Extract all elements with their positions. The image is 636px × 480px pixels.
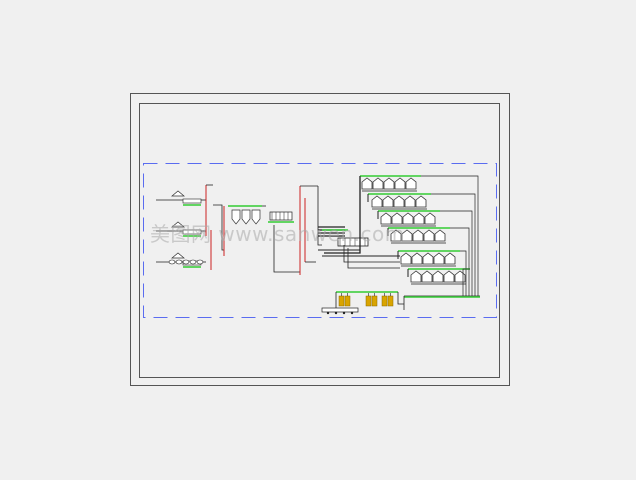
silo-icon — [432, 270, 444, 283]
pipe-line — [397, 292, 404, 305]
silo-icon — [361, 177, 373, 190]
tank-icon — [371, 295, 378, 307]
pipe-line — [213, 204, 224, 251]
silo-icon — [443, 270, 455, 283]
silo-icon — [415, 195, 427, 208]
tank-icon — [365, 295, 372, 307]
silo-icon — [251, 209, 261, 225]
inner-frame — [139, 103, 500, 378]
conveyor-icon — [182, 198, 202, 204]
watermark-text: 美图网 www.sanwen.com — [150, 222, 405, 246]
pan-icon — [175, 259, 183, 265]
silo-icon — [400, 252, 412, 265]
pan-icon — [182, 259, 190, 265]
silo-icon — [391, 212, 403, 225]
pipe-line — [317, 186, 322, 246]
return-pipe — [440, 210, 473, 296]
silo-icon — [393, 195, 405, 208]
silo-icon — [423, 229, 435, 242]
pipe-line — [347, 248, 400, 269]
silo-icon — [404, 195, 416, 208]
pan-icon — [196, 259, 204, 265]
silo-icon — [410, 270, 422, 283]
hopper-icon — [171, 252, 185, 259]
tank-icon — [381, 295, 388, 307]
cleaner-icon — [269, 211, 293, 221]
silo-icon — [421, 270, 433, 283]
wheel-icon — [326, 311, 330, 315]
silo-icon — [413, 212, 425, 225]
silo-icon — [382, 195, 394, 208]
silo-icon — [422, 252, 434, 265]
return-pipe — [431, 193, 476, 296]
silo-icon — [241, 209, 251, 225]
silo-icon — [394, 177, 406, 190]
silo-icon — [371, 195, 383, 208]
hopper-icon — [171, 190, 185, 197]
return-pipe — [450, 227, 470, 296]
pan-icon — [168, 259, 176, 265]
return-pipe — [462, 268, 470, 296]
wheel-icon — [350, 311, 354, 315]
silo-icon — [383, 177, 395, 190]
dashed-boundary — [143, 163, 497, 318]
silo-icon — [411, 252, 423, 265]
silo-icon — [412, 229, 424, 242]
silo-icon — [434, 229, 446, 242]
return-pipe — [460, 250, 467, 296]
riser-pipe — [324, 176, 361, 254]
hopper-icon — [171, 221, 185, 228]
silo-icon — [231, 209, 241, 225]
silo-icon — [380, 212, 392, 225]
conveyor-icon — [337, 237, 369, 247]
pan-icon — [189, 259, 197, 265]
silo-icon — [401, 229, 413, 242]
outer-frame — [130, 93, 510, 386]
silo-icon — [444, 252, 456, 265]
silo-icon — [454, 270, 466, 283]
pipe-line — [343, 245, 400, 263]
silo-icon — [372, 177, 384, 190]
tank-icon — [338, 295, 345, 307]
wheel-icon — [334, 311, 338, 315]
conveyor-icon — [182, 229, 202, 235]
silo-icon — [402, 212, 414, 225]
silo-icon — [390, 229, 402, 242]
silo-icon — [405, 177, 417, 190]
wheel-icon — [342, 311, 346, 315]
loading-platform-icon — [321, 307, 359, 313]
silo-icon — [433, 252, 445, 265]
silo-icon — [424, 212, 436, 225]
tank-icon — [344, 295, 351, 307]
tank-icon — [387, 295, 394, 307]
pipe-line — [273, 225, 300, 273]
return-pipe — [421, 175, 479, 296]
